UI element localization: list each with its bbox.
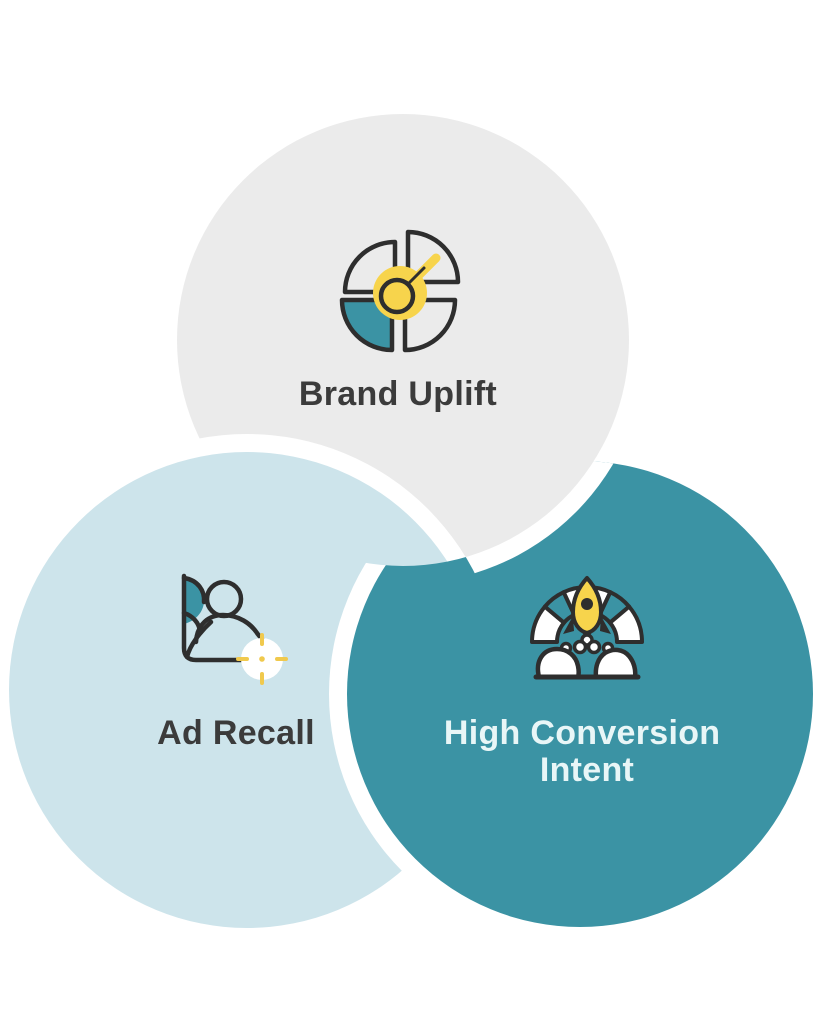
fan-wedge-5: [608, 604, 644, 644]
crosshair-dot: [259, 656, 265, 662]
rocket-fin-right: [600, 616, 611, 634]
rocket-window: [581, 598, 593, 610]
label-high-conversion-line2: Intent: [540, 751, 634, 789]
audience-back-outline: [181, 575, 207, 605]
label-high-conversion-line1: High Conversion: [444, 714, 721, 752]
pie-quadrant-top-left: [342, 239, 398, 295]
label-ad-recall: Ad Recall: [157, 714, 315, 752]
cloud-left: [535, 646, 581, 680]
circle-high-conversion-fill: [347, 461, 813, 927]
pie-quadrant-bottom-left: [339, 297, 395, 353]
cloud-right: [593, 647, 638, 680]
exhaust-puff: [586, 639, 602, 655]
rocket-fin-left: [563, 616, 574, 634]
rocket-launch-icon: [530, 576, 644, 680]
pie-quadrant-top-right: [405, 229, 461, 285]
audience-target-icon: [181, 573, 288, 685]
exhaust-puff: [572, 639, 588, 655]
target-crosshair: [236, 633, 288, 685]
magnifier-handle: [406, 266, 426, 286]
pie-quadrant-bottom-right: [402, 297, 458, 353]
pie-chart-magnifier-icon: [339, 229, 461, 353]
magnifier-lens: [378, 277, 416, 315]
label-high-conversion-intent: High Conversion Intent: [444, 714, 730, 789]
label-brand-uplift: Brand Uplift: [299, 375, 497, 413]
